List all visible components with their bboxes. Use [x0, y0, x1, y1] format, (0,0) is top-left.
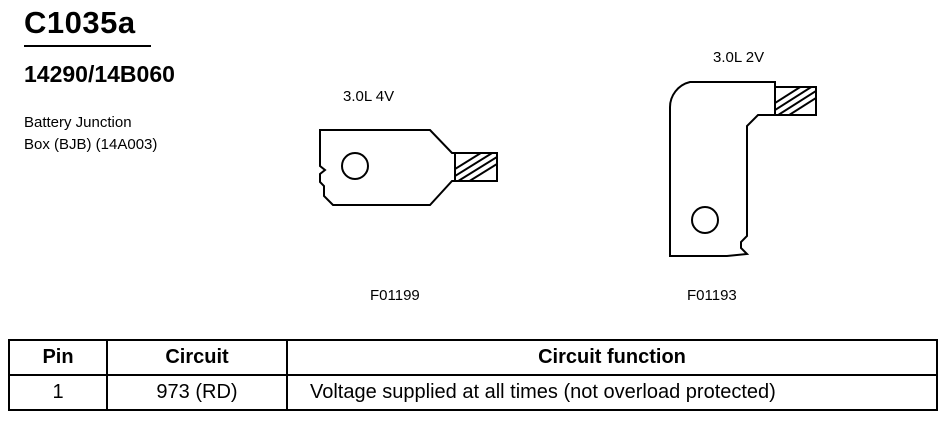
connector-id: C1035a — [24, 5, 136, 40]
figure-code-f01193: F01193 — [687, 287, 737, 304]
variant-label-4v: 3.0L 4V — [343, 88, 395, 105]
circuit-function-cell: Voltage supplied at all times (not overl… — [286, 374, 938, 411]
angled-ring-terminal-icon — [668, 81, 817, 257]
component-description-line-1: Battery Junction — [24, 114, 132, 131]
title-underline — [24, 45, 151, 47]
column-header-circuit: Circuit — [106, 339, 288, 376]
straight-ring-terminal-icon — [319, 129, 498, 206]
part-number: 14290/14B060 — [24, 61, 175, 87]
pin-table: Pin Circuit Circuit function 1 973 (RD) … — [8, 339, 938, 411]
table-header-row: Pin Circuit Circuit function — [8, 339, 938, 376]
variant-label-2v: 3.0L 2V — [713, 49, 765, 66]
circuit-cell: 973 (RD) — [106, 374, 288, 411]
figure-code-f01199: F01199 — [370, 287, 420, 304]
table-row: 1 973 (RD) Voltage supplied at all times… — [8, 374, 938, 411]
column-header-pin: Pin — [8, 339, 108, 376]
pin-cell: 1 — [8, 374, 108, 411]
column-header-circuit-function: Circuit function — [286, 339, 938, 376]
component-description-line-2: Box (BJB) (14A003) — [24, 136, 158, 153]
